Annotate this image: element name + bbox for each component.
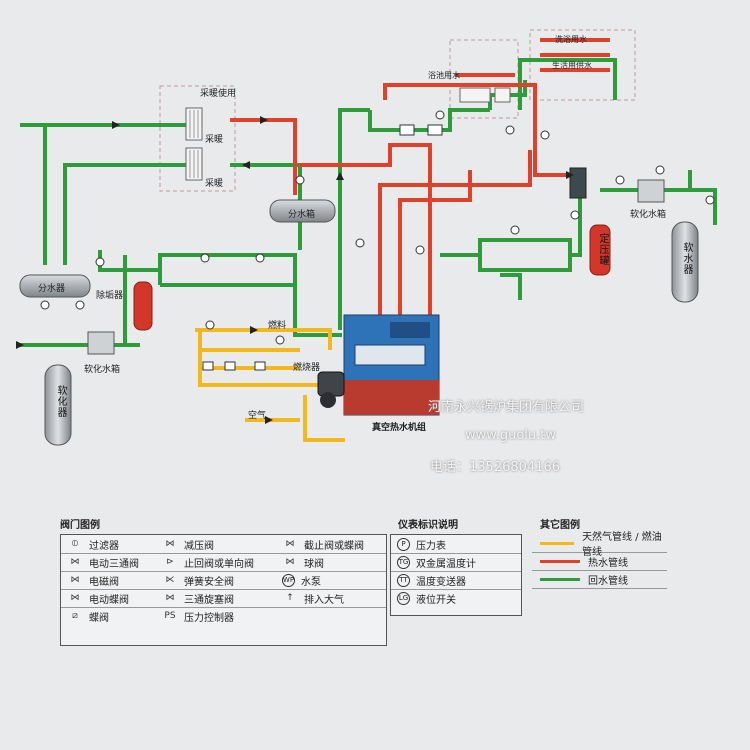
company-phone: 电话：13526804166: [430, 460, 560, 475]
check-valve-icon: ⊳: [166, 557, 174, 567]
legend-valves: ⦶过滤器 ⋈减压阀 ⋈截止阀或蝶阀 ⋈电动三通阀 ⊳止回阀或单向阀 ⋈球阀 ⋈电…: [60, 534, 387, 646]
label-burner: 燃烧器: [293, 363, 321, 373]
temperature-transmitter-icon: TT: [397, 573, 410, 587]
label-shower-water: 洗浴用水: [555, 35, 587, 44]
electric-butterfly-valve-icon: ⋈: [70, 593, 80, 603]
label-strainer: 除垢器: [96, 291, 124, 301]
label-radiator-2: 采暖: [205, 179, 224, 189]
label-expansion-right: 定压罐: [597, 233, 608, 266]
piping-diagram: [16, 29, 717, 446]
label-bath-water: 浴池用水: [428, 71, 460, 80]
radiator-top: [185, 107, 203, 141]
gas-line-sample: [540, 541, 575, 545]
legend-instruments-title: 仪表标识说明: [398, 520, 458, 531]
softener-right: [671, 221, 699, 303]
bath-zone-box: [449, 39, 519, 119]
thermometer-icon: TG: [397, 555, 410, 569]
valve-gauge-symbols: [40, 110, 715, 345]
label-air: 空气: [248, 411, 267, 421]
electric-three-way-valve-icon: ⋈: [70, 557, 80, 567]
pressure-gauge-icon: P: [397, 537, 410, 551]
legend-valve-row: ⦶过滤器 ⋈减压阀 ⋈截止阀或蝶阀: [61, 535, 386, 554]
expansion-tank-left: [133, 281, 153, 331]
label-soft-tank-left: 软化水箱: [84, 365, 121, 375]
bath-radiator-2: [494, 87, 511, 103]
legend-valve-row: ⋈电动三通阀 ⊳止回阀或单向阀 ⋈球阀: [61, 553, 386, 572]
radiator-bottom: [185, 147, 203, 181]
pressure-controller-icon: PS: [164, 611, 176, 621]
bath-radiator: [459, 87, 491, 103]
soft-water-tank-right: [637, 179, 665, 203]
flow-arrows: [16, 116, 574, 424]
pressure-controllers: [202, 124, 443, 371]
label-radiator-1: 采暖: [205, 135, 224, 145]
heat-exchanger: [569, 167, 587, 199]
pressure-reducing-valve-icon: ⋈: [165, 539, 175, 549]
legend-valves-title: 阀门图例: [60, 520, 100, 531]
hot-water-lines: [230, 38, 610, 320]
manifold-top: [269, 199, 336, 223]
pump-icon: WP: [282, 573, 295, 587]
butterfly-valve-icon: ⧄: [72, 611, 78, 621]
hot-water-line-sample: [540, 559, 580, 563]
label-domestic-water: 生活用供水: [552, 61, 592, 70]
stop-valve-icon: ⋈: [285, 539, 295, 549]
ball-valve-icon: ⋈: [285, 557, 295, 567]
manifold-left: [19, 274, 91, 298]
softener-left: [44, 364, 72, 446]
label-soft-tank-right: 软化水箱: [630, 210, 667, 220]
label-softener-left: 软化器: [55, 385, 66, 418]
label-boiler: 真空热水机组: [372, 423, 427, 433]
vent-icon: ↑: [286, 593, 294, 603]
three-way-plug-valve-icon: ⋈: [165, 593, 175, 603]
legend-other-title: 其它图例: [540, 520, 580, 531]
soft-water-tank-left: [87, 331, 115, 355]
vacuum-boiler: [343, 314, 440, 416]
company-name: 河南永兴锅炉集团有限公司: [428, 400, 585, 415]
return-water-line-sample: [540, 577, 580, 581]
label-softener-right: 软水器: [681, 242, 692, 275]
label-heating-use: 采暖使用: [200, 89, 237, 99]
level-switch-icon: LG: [397, 591, 410, 605]
company-website: www.guolu.tw: [465, 428, 556, 443]
solenoid-valve-icon: ⋈: [70, 575, 80, 585]
legend-other: 天然气管线 / 燃油管线 热水管线 回水管线: [532, 532, 667, 596]
expansion-tank-right: [589, 224, 611, 276]
burner-unit: [317, 371, 345, 408]
filter-icon: ⦶: [71, 539, 79, 549]
heating-zone-box: [159, 85, 236, 192]
label-manifold-top: 分水箱: [288, 210, 316, 220]
legend-valve-row: ⋈电动蝶阀 ⋈三通旋塞阀 ↑排入大气: [61, 589, 386, 608]
safety-valve-icon: ⋉: [165, 575, 175, 585]
return-water-lines: [20, 58, 717, 347]
label-manifold-left: 分水器: [38, 284, 66, 294]
shower-zone-box: [529, 29, 636, 101]
label-fuel: 燃料: [268, 321, 287, 331]
